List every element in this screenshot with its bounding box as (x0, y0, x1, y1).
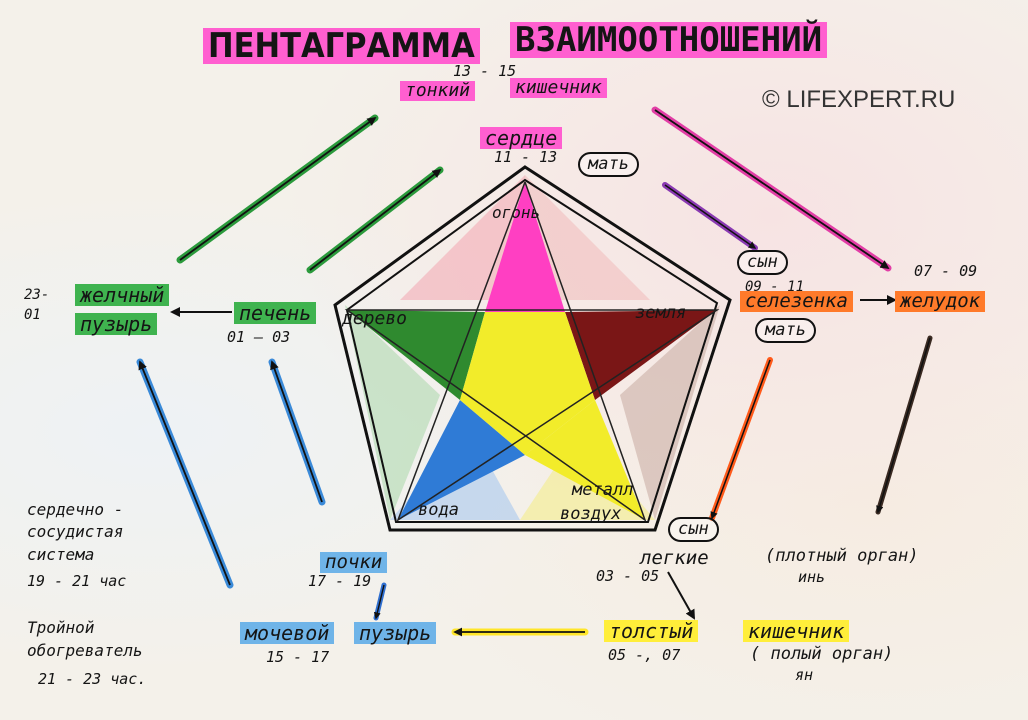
arrow-green-short-line (309, 168, 442, 271)
star-point-earth (565, 310, 717, 400)
cardio-note-c: система (27, 545, 95, 564)
lungs-time: 03 - 05 (596, 567, 660, 585)
arrow-dark-line (876, 337, 931, 514)
colon-label-a: толстый (604, 620, 699, 642)
element-air: воздух (560, 504, 622, 524)
arrow-green-long-line (179, 116, 377, 261)
arrow-kidneys-to-bladder-line (373, 584, 385, 620)
cardio-note-b: сосудистая (27, 522, 124, 541)
arrow-pink-long-line (654, 109, 890, 270)
star-point-fire (485, 182, 565, 312)
mother-bubble-top: мать (578, 152, 639, 177)
stomach-label: желудок (895, 291, 986, 312)
element-water: вода (418, 500, 459, 520)
triple-heater-note-a: Тройной (27, 618, 95, 637)
gallbladder-time-b: 01 (24, 307, 41, 323)
triple-heater-note-b: обогреватель (27, 641, 143, 660)
cardio-time: 19 - 21 час (27, 572, 127, 590)
heart-time: 11 - 13 (494, 148, 558, 166)
gallbladder-label-b: пузырь (75, 313, 158, 335)
sector-fire-wood (400, 175, 525, 300)
bladder-label-a: мочевой (240, 622, 335, 644)
element-wood: дерево (342, 308, 408, 329)
arrow-blue-long-line (138, 360, 231, 586)
hollow-organ-note-a: ( полый орган) (750, 644, 894, 664)
hollow-organ-note-b: ян (795, 666, 814, 684)
title-part-1: ПЕНТАГРАММА (203, 28, 480, 64)
title-part-2: ВЗАИМООТНОШЕНИЙ (510, 22, 828, 58)
arrow-purple-line (664, 184, 757, 249)
gallbladder-time-a: 23- (24, 287, 50, 303)
kidneys-label: почки (320, 552, 388, 573)
heart-label: сердце (480, 127, 563, 149)
son-bubble-bottom: сын (668, 517, 719, 542)
element-earth: земля (635, 303, 687, 323)
star-center (460, 312, 595, 455)
gallbladder-label-a: желчный (75, 284, 170, 306)
kidneys-time: 17 - 19 (308, 572, 372, 590)
star-point-metal (525, 400, 645, 520)
sector-wood-water (345, 305, 440, 520)
small-intestine-label-a: тонкий (400, 81, 476, 101)
arrow-lungs-to-colon (667, 571, 695, 620)
triple-heater-time: 21 - 23 час. (38, 670, 147, 688)
colon-label-b: кишечник (743, 620, 850, 642)
small-intestine-time: 13 - 15 (453, 62, 517, 80)
colon-time: 05 -, 07 (608, 646, 681, 664)
stomach-time: 07 - 09 (914, 262, 978, 280)
lungs-label: легкие (640, 547, 709, 569)
star-point-wood (347, 310, 485, 400)
dense-organ-note-b: инь (798, 568, 826, 586)
star-outline (344, 181, 720, 522)
sector-earth-metal (620, 305, 720, 520)
liver-label: печень (234, 302, 317, 324)
pentagon-frame-inner (345, 178, 719, 523)
small-intestine-label-b: кишечник (510, 78, 607, 98)
liver-time: 01 — 03 (227, 328, 291, 346)
pentagon-frame-outer (333, 165, 732, 532)
arrow-orange-line (710, 359, 771, 520)
son-bubble-top: сын (737, 250, 788, 275)
element-fire: огонь (492, 203, 541, 222)
spleen-label: селезенка (740, 291, 853, 312)
cardio-note-a: сердечно - (27, 500, 124, 519)
watermark: © LIFEXPERT.RU (762, 86, 956, 113)
element-metal: металл (572, 480, 634, 500)
star-point-water (398, 400, 525, 520)
bladder-time: 15 - 17 (266, 648, 330, 666)
dense-organ-note-a: (плотный орган) (765, 546, 919, 566)
mother-bubble-right: мать (755, 318, 816, 343)
bladder-label-b: пузырь (354, 622, 437, 644)
arrow-blue-short-line (270, 360, 323, 503)
spleen-time: 09 - 11 (745, 279, 805, 295)
